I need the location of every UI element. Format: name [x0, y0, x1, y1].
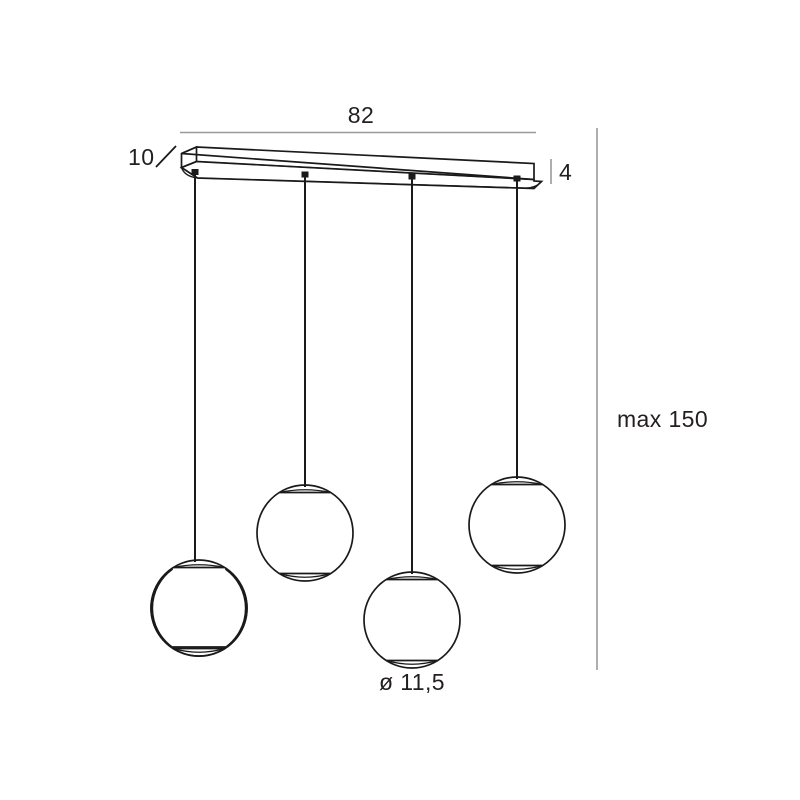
shade-3-sphere — [363, 571, 461, 669]
ceiling-canopy — [179, 145, 544, 190]
canopy-top-front-edge — [196, 160, 535, 181]
shade-2-top-cap-arc — [279, 489, 331, 494]
max-height-dimension-label: max 150 — [617, 406, 708, 432]
shade-1-top-cap-arc — [173, 564, 225, 569]
cord-mount-nub-3 — [408, 173, 416, 180]
canopy-underside-edge — [180, 167, 542, 189]
pendant-shade-1 — [150, 559, 248, 657]
cord-mount-nub-4 — [513, 175, 521, 182]
shade-4-top-cap-arc — [491, 481, 543, 486]
canopy-front-face — [179, 160, 544, 190]
shade-3-bottom-cap-arc — [386, 659, 438, 665]
pendant-shade-4 — [468, 476, 566, 574]
shade-1-bottom-cap-arc — [173, 647, 225, 653]
shade-2-sphere — [256, 484, 354, 582]
width-dimension-group: 82 — [180, 102, 536, 134]
pendant-shade-3 — [363, 571, 461, 669]
shade-4-sphere — [468, 476, 566, 574]
shade-diameter-label: ø 11,5 — [379, 669, 445, 695]
height-dimension-label: 4 — [559, 159, 572, 185]
height-dimension-group: 4 — [550, 159, 572, 185]
suspension-cords — [191, 169, 521, 574]
max-height-dimension-group: max 150 — [596, 128, 708, 670]
pendant-shade-2 — [256, 484, 354, 582]
depth-dimension-group: 10 — [128, 144, 177, 170]
depth-leader-line — [155, 145, 177, 168]
depth-dimension-label: 10 — [128, 144, 154, 170]
cord-mount-nub-2 — [301, 171, 309, 178]
width-dimension-label: 82 — [348, 102, 374, 128]
shade-4-bottom-cap-arc — [491, 564, 543, 570]
shade-2-bottom-cap-arc — [279, 572, 331, 578]
shade-1-sphere — [150, 559, 248, 657]
cord-mount-nub-1 — [191, 169, 199, 175]
shade-3-top-cap-arc — [386, 576, 438, 581]
